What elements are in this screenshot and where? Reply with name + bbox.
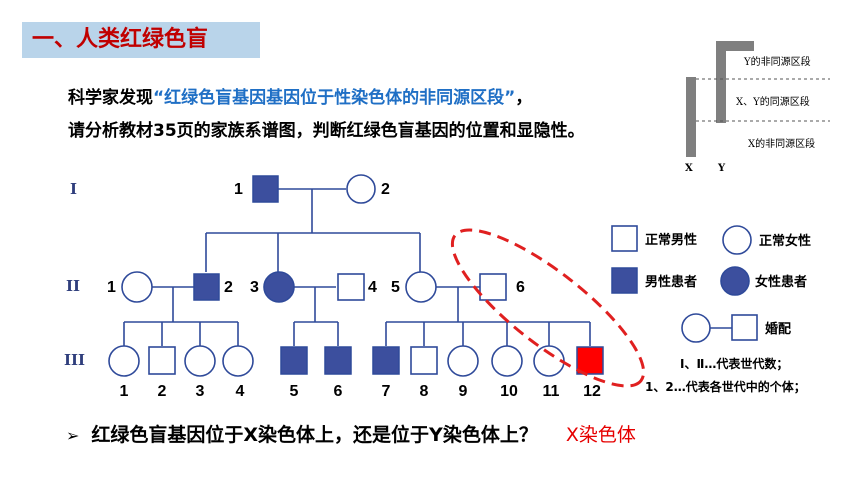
intro-quote: “红绿色盲基因基因位于性染色体的非同源区段” (153, 88, 516, 108)
legend-normal-female-icon (722, 225, 752, 255)
num-g2-3: 3 (250, 279, 259, 296)
legend-marriage-female-icon (681, 313, 711, 343)
num-g3-2: 2 (158, 383, 167, 400)
gen2-male-2-affected (193, 273, 220, 301)
arrow-icon: ➢ (66, 426, 80, 445)
gen3-male-7-affected (372, 346, 400, 375)
legend-note-individual: 1、2…代表各世代中的个体； (645, 379, 806, 394)
num-g2-2: 2 (224, 279, 233, 296)
intro-line-1: 科学家发现“红绿色盲基因基因位于性染色体的非同源区段”， (68, 82, 585, 115)
num-g2-5: 5 (391, 279, 400, 296)
gen2-female-3-affected (263, 271, 295, 303)
gen2-male-4 (337, 273, 365, 301)
intro-suffix: ， (515, 88, 533, 108)
question: ➢ 红绿色盲基因位于X染色体上，还是位于Y染色体上？ X染色体 (66, 420, 636, 447)
gen1-male-1-affected (252, 175, 279, 203)
legend-note-generation: Ⅰ、Ⅱ…代表世代数； (680, 356, 788, 371)
question-answer: X染色体 (565, 424, 636, 446)
generation-label-1: I (70, 180, 77, 198)
gen3-male-6-affected (324, 346, 352, 375)
num-g3-4: 4 (236, 383, 245, 400)
gen2-female-5 (405, 271, 437, 303)
num-g3-8: 8 (420, 383, 429, 400)
x-chromosome (686, 77, 696, 157)
legend-marriage: 婚配 (765, 321, 791, 337)
num-g3-7: 7 (382, 383, 391, 400)
highlight-ellipse (450, 228, 646, 388)
gen3-male-5-affected (280, 346, 308, 375)
section-title: 一、人类红绿色盲 (22, 22, 260, 58)
num-g3-9: 9 (459, 383, 468, 400)
y-chromosome-stem (716, 41, 726, 123)
num-g2-1: 1 (107, 279, 116, 296)
question-text: 红绿色盲基因位于X染色体上，还是位于Y染色体上？ (91, 424, 538, 446)
gen3-male-8 (410, 346, 438, 375)
generation-label-3: III (64, 351, 85, 369)
num-g2-6: 6 (516, 279, 525, 296)
legend-normal-male: 正常男性 (645, 232, 697, 248)
legend-affected-male: 男性患者 (645, 274, 697, 290)
xy-region-label: X、Y的同源区段 (736, 95, 810, 108)
gen3-male-12-affected (576, 346, 604, 375)
legend-marriage-male-icon (731, 314, 758, 341)
gen3-female-9 (447, 345, 479, 377)
x-region-label: X的非同源区段 (748, 137, 815, 150)
gen2-male-6 (479, 273, 507, 301)
num-g1-2: 2 (381, 181, 390, 198)
intro-text: 科学家发现“红绿色盲基因基因位于性染色体的非同源区段”， 请分析教材35页的家族… (68, 82, 585, 148)
num-g3-3: 3 (196, 383, 205, 400)
num-g3-12: 12 (583, 383, 601, 400)
num-g3-10: 10 (500, 383, 518, 400)
legend-affected-female: 女性患者 (755, 274, 807, 290)
gen3-male-2 (148, 346, 176, 375)
num-g3-5: 5 (290, 383, 299, 400)
num-g1-1: 1 (234, 181, 243, 198)
gen1-female-2 (346, 174, 376, 204)
legend-affected-male-icon (611, 267, 638, 294)
legend-affected-female-icon (720, 266, 750, 296)
gen2-female-1 (121, 271, 153, 303)
legend-normal-male-icon (611, 225, 638, 252)
intro-line-2: 请分析教材35页的家族系谱图，判断红绿色盲基因的位置和显隐性。 (68, 121, 585, 141)
num-g3-1: 1 (120, 383, 129, 400)
chromosome-diagram: Y的非同源区段 X、Y的同源区段 X的非同源区段 X Y (680, 35, 858, 175)
diagram-bg (680, 35, 858, 175)
y-chromosome-top (716, 41, 754, 51)
y-letter: Y (717, 163, 726, 174)
gen3-female-3 (184, 345, 216, 377)
x-letter: X (685, 163, 693, 174)
gen3-female-4 (222, 345, 254, 377)
generation-label-2: II (66, 277, 80, 295)
num-g3-6: 6 (334, 383, 343, 400)
legend-normal-female: 正常女性 (759, 233, 811, 249)
y-region-label: Y的非同源区段 (743, 55, 811, 68)
num-g2-4: 4 (368, 279, 377, 296)
intro-prefix: 科学家发现 (68, 88, 153, 108)
gen3-female-1 (108, 345, 140, 377)
pedigree-lines (123, 188, 591, 346)
num-g3-11: 11 (543, 383, 560, 400)
gen3-female-10 (491, 345, 523, 377)
